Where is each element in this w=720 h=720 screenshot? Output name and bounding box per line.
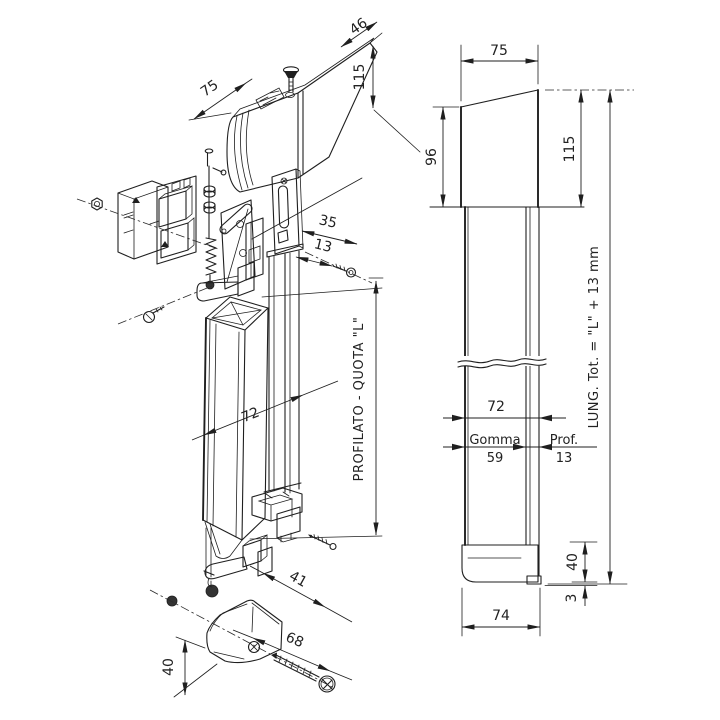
dim-floorplate-height-label: 40 — [161, 658, 177, 676]
head-cap — [226, 37, 378, 193]
label-sticker — [255, 87, 285, 110]
profilato-dimension: PROFILATO - QUOTA "L" — [249, 277, 384, 540]
bottom-bracket — [251, 487, 337, 551]
spring-latch-mechanism — [196, 148, 264, 302]
fixing-screw-icon — [142, 306, 165, 324]
floor-plate — [206, 599, 283, 664]
dim-head-height-label: 115 — [352, 64, 368, 91]
dim-profile-depth-label: 13 — [556, 451, 573, 466]
dim-front-head-width-label: 75 — [490, 43, 508, 59]
dim-rubber-width-label: 59 — [487, 451, 504, 466]
wall-bracket — [117, 175, 197, 265]
dim-foot-height-label: 40 — [565, 553, 581, 571]
dim-plate-width-label: 35 — [317, 212, 338, 232]
profile-front — [457, 206, 547, 577]
break-line — [457, 358, 547, 364]
dim-front-head-height96-label: 96 — [424, 148, 440, 166]
total-length-label: LUNG. Tot. = "L" + 13 mm — [587, 246, 602, 429]
mounting-strip — [263, 243, 304, 499]
head-screw-icon — [282, 66, 300, 93]
dim-head-width-label: 75 — [198, 77, 222, 100]
release-arm — [204, 534, 273, 588]
profile-length-label: PROFILATO - QUOTA "L" — [352, 317, 367, 482]
floor-screw-icon — [271, 652, 336, 693]
bracket-screw-icon — [308, 534, 337, 551]
bracket-nut-icon — [91, 197, 103, 211]
head-front — [429, 89, 585, 208]
rubber-label: Gomma — [469, 433, 520, 448]
assembled-view: 75 96 115 LUNG. Tot. = "L" + 13 mm 72 — [424, 43, 634, 637]
dim-profile-width-label: 72 — [239, 405, 262, 427]
plate-nut-icon — [166, 595, 178, 607]
exploded-view: 75 46 115 — [76, 15, 421, 698]
dim-front-head-height115-label: 115 — [562, 136, 578, 163]
slotted-plate — [271, 168, 304, 255]
dim-arm-length-label: 41 — [286, 568, 309, 591]
dim-screw-offset-label: 13 — [312, 236, 333, 256]
drop-pin-ball — [205, 584, 219, 598]
dim-protrusion-label: 3 — [564, 594, 580, 603]
dim-foot-width-label: 74 — [492, 608, 510, 624]
dim-plate-length-label: 68 — [283, 629, 306, 651]
screw-hole — [285, 92, 295, 99]
dim-front-profile-width-label: 72 — [487, 399, 505, 415]
spring-icon — [205, 237, 217, 276]
profile-depth-word-label: Prof. — [550, 433, 578, 448]
seal-profile-exploded — [202, 296, 269, 559]
dim-head-depth-label: 46 — [347, 15, 371, 38]
foot-shoe — [461, 544, 542, 585]
drop-pin — [203, 527, 219, 598]
